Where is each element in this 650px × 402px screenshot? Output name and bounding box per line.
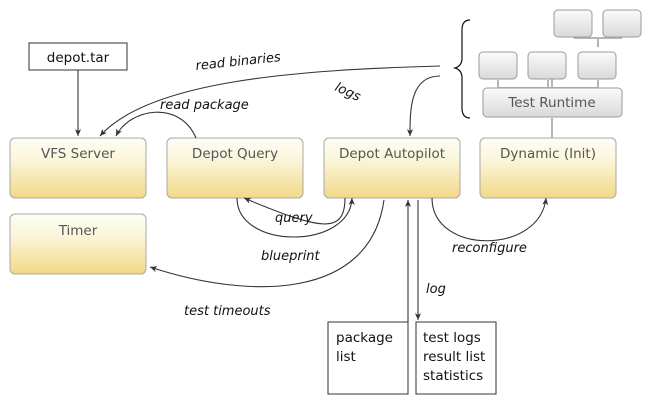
dynamic-init-label: Dynamic (Init)	[500, 146, 596, 162]
vfs-server-label: VFS Server	[41, 146, 115, 162]
component-dynamic-init: Dynamic (Init)	[479, 137, 617, 199]
runtime-child-box	[527, 51, 567, 80]
runtime-child-box	[577, 51, 617, 80]
component-vfs-server: VFS Server	[9, 137, 147, 199]
edge-blueprint	[236, 197, 355, 238]
blueprint-label: blueprint	[261, 249, 321, 264]
log-label: log	[426, 282, 446, 297]
depot-query-label: Depot Query	[192, 146, 278, 162]
brace-icon	[452, 19, 471, 119]
edge-reconfigure	[431, 197, 549, 242]
test-runtime-tree: Test Runtime	[478, 9, 642, 140]
reconfigure-label: reconfigure	[452, 241, 527, 256]
results-line: test logs	[423, 330, 481, 346]
logs-label: logs	[332, 80, 363, 105]
timer-label: Timer	[58, 223, 98, 239]
results-line: result list	[423, 349, 485, 365]
edge-test-timeouts	[149, 199, 385, 288]
test-runtime-box	[482, 87, 623, 118]
file-depot-tar: depot.tar	[28, 42, 128, 71]
package-list-line: package	[336, 330, 393, 346]
runtime-child-box	[478, 51, 518, 80]
package-list-line: list	[336, 349, 356, 365]
results-line: statistics	[423, 368, 483, 384]
test-runtime-label: Test Runtime	[507, 95, 595, 111]
depot-autopilot-label: Depot Autopilot	[339, 146, 445, 162]
test-timeouts-label: test timeouts	[184, 304, 271, 319]
read-binaries-label: read binaries	[195, 50, 282, 74]
read-package-label: read package	[160, 98, 249, 113]
file-results: test logs result list statistics	[415, 321, 497, 395]
edge-read-binaries	[99, 65, 441, 137]
edge-logs	[406, 75, 441, 137]
component-timer: Timer	[9, 213, 147, 275]
edge-read-package	[115, 111, 197, 139]
depot-tar-label: depot.tar	[47, 50, 110, 66]
edge-query	[243, 197, 346, 225]
component-depot-autopilot: Depot Autopilot	[323, 137, 461, 199]
query-label: query	[275, 211, 313, 226]
component-depot-query: Depot Query	[166, 137, 304, 199]
runtime-child-box	[553, 9, 593, 38]
file-package-list: package list	[327, 321, 409, 395]
runtime-child-box	[602, 9, 642, 38]
